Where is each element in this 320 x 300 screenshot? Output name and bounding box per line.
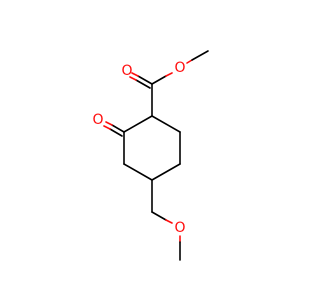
bond-ring-c6-c1 <box>151 115 181 133</box>
bond-ester-co-1 <box>137 75 153 85</box>
bond-ester-co-2 <box>135 79 151 89</box>
bond-ring-c3-c4 <box>123 163 153 181</box>
bond-ch2-o-red <box>165 219 173 224</box>
bond-ketone-2-red <box>103 125 111 130</box>
atom-ester-carbonyl-o: O <box>121 63 132 79</box>
bond-ester-co-1-red <box>131 72 139 77</box>
structure-canvas: O O O O <box>92 50 209 261</box>
bond-ketone-2 <box>109 128 123 137</box>
atom-methoxy-o: O <box>174 220 185 236</box>
bond-ring-c1-c2 <box>123 115 153 133</box>
bond-o-methyl <box>191 50 209 61</box>
bond-o-methyl-red <box>186 59 193 64</box>
bond-ketone-1 <box>111 124 125 133</box>
bond-ketone-1-red <box>105 121 113 126</box>
bond-ester-c-o-red <box>165 72 173 77</box>
bond-ch2-o <box>151 211 167 221</box>
bond-ester-c-o <box>151 75 167 85</box>
molecule-structure: O O O O <box>92 50 209 261</box>
bond-ester-co-2-red <box>129 76 137 81</box>
atom-ester-ether-o: O <box>174 60 185 76</box>
bond-ring-c4-c5 <box>151 163 181 181</box>
atom-ketone-o: O <box>92 112 103 128</box>
